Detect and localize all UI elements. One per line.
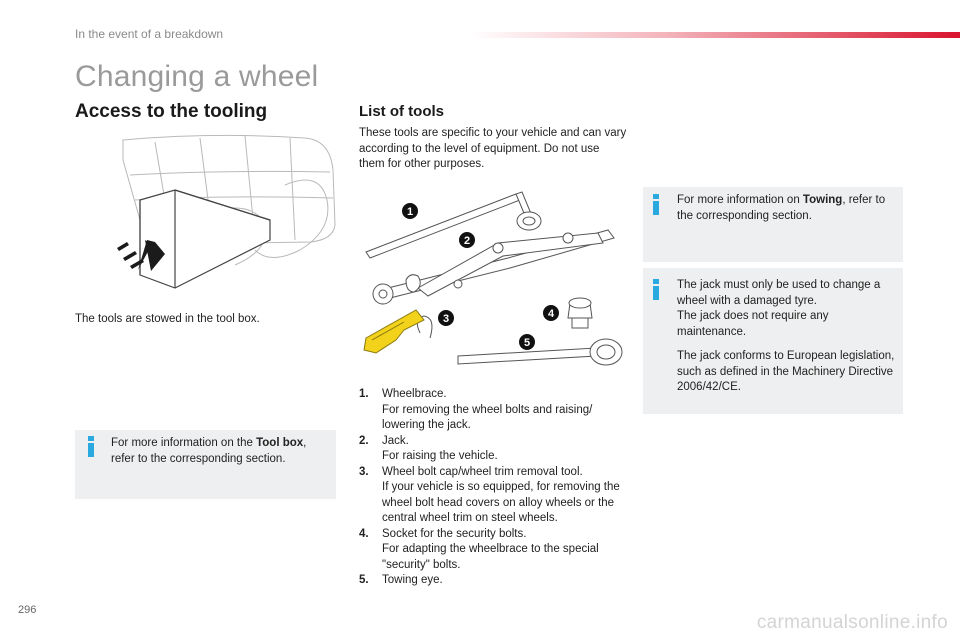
page-number: 296 [18, 604, 37, 616]
info-box-tool-box: For more information on the Tool box, re… [75, 430, 336, 499]
callout-1: 1 [407, 206, 413, 218]
page-title: Changing a wheel [75, 60, 319, 93]
info-box-jack: The jack must only be used to change a w… [643, 268, 903, 414]
callout-4: 4 [548, 308, 555, 320]
seat-toolbox-illustration [117, 134, 336, 289]
callout-5: 5 [524, 337, 530, 349]
list-item: 2. Jack. For raising the vehicle. [359, 434, 498, 463]
tools-illustration: 1 2 3 4 5 [363, 191, 623, 366]
tools-list: 1. Wheelbrace. For removing the wheel bo… [359, 387, 629, 589]
list-item: 4. Socket for the security bolts. For ad… [359, 527, 599, 571]
jack-usage-text: The jack must only be used to change a w… [677, 279, 881, 307]
tool-box-link[interactable]: Tool box [256, 437, 304, 449]
list-item: 5. Towing eye. [359, 574, 443, 586]
section-heading-list-of-tools: List of tools [359, 103, 444, 120]
info-text: For more information on the [111, 437, 257, 449]
callout-2: 2 [464, 235, 470, 247]
callout-3: 3 [443, 313, 449, 325]
header-accent-bar [470, 32, 960, 38]
info-icon [653, 279, 659, 300]
section-heading-access-tooling: Access to the tooling [75, 101, 268, 122]
info-box-towing: For more information on Towing, refer to… [643, 187, 903, 262]
chapter-header: In the event of a breakdown [75, 27, 224, 41]
jack-maintenance-text: The jack does not require any maintenanc… [677, 310, 829, 338]
tool-box-caption: The tools are stowed in the tool box. [75, 313, 260, 325]
jack-conformity-text: The jack conforms to European legislatio… [677, 350, 895, 393]
list-item: 3. Wheel bolt cap/wheel trim removal too… [359, 465, 620, 525]
watermark: carmanualsonline.info [756, 612, 948, 633]
info-icon [653, 194, 659, 215]
list-item: 1. Wheelbrace. For removing the wheel bo… [359, 388, 593, 431]
tools-intro: These tools are specific to your vehicle… [359, 127, 627, 170]
info-icon [88, 436, 94, 457]
towing-link[interactable]: Towing [802, 194, 843, 206]
